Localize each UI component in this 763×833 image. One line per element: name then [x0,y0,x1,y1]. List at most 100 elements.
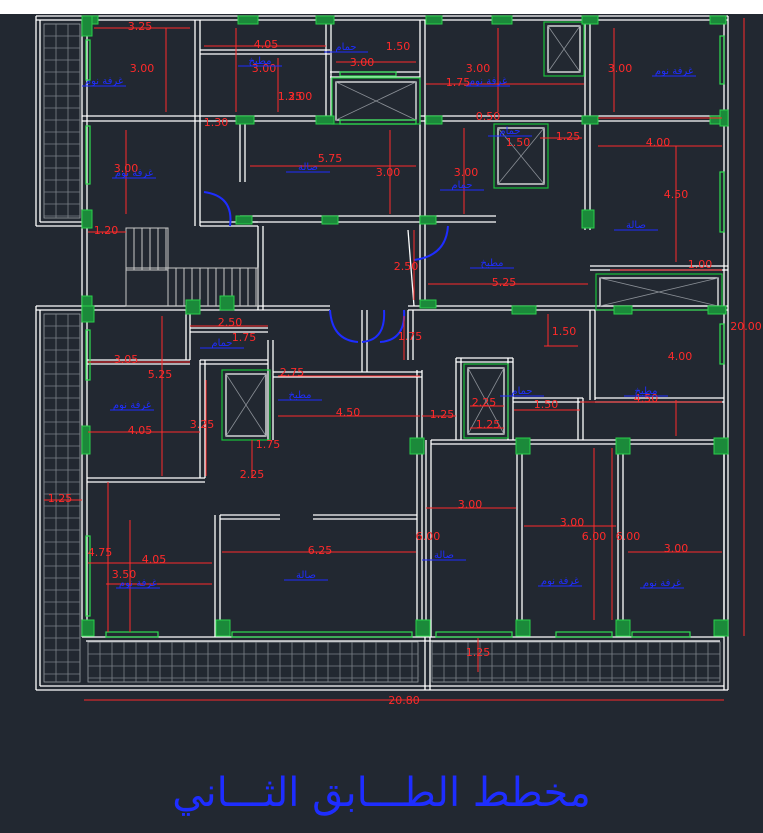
room-label: غرفة نوم [655,66,693,77]
dimension-text: 4.50 [634,392,659,405]
shaft-box [497,127,545,185]
dimension-text: 4.05 [254,38,279,51]
dimension-text: 6.00 [616,530,641,543]
window-glazing [85,329,91,381]
dimension-text: 3.00 [376,166,401,179]
shaft-box [599,277,719,307]
dimension-text: 3.00 [664,542,689,555]
hatching [43,23,721,683]
dimension-text: 6.25 [308,544,333,557]
dimension-text: 1.25 [430,408,455,421]
total-height-text: 20.00 [730,320,762,333]
column-block [491,15,513,25]
dimension-text: 6.00 [582,530,607,543]
shaft-cross [599,277,719,307]
dimension-text: 1.30 [204,116,229,129]
dimension-text: 3.25 [128,20,153,33]
room-label: غرفة نوم [119,578,157,589]
column-block [511,305,537,315]
shaft-frame [463,363,509,439]
door-swing [379,309,406,343]
column-block [215,619,231,637]
room-label: حمام [511,386,532,397]
window-glazing [231,631,413,638]
shaft-box [225,373,267,437]
dimension-text: 1.75 [398,330,423,343]
shaft-cross [547,25,581,73]
window-glazing [339,71,397,77]
dimension-text: 6.00 [416,530,441,543]
room-label: غرفة نوم [469,76,507,87]
shaft-frame [543,21,585,77]
room-label: حمام [211,338,232,349]
window-glazing [339,119,417,125]
column-block [713,437,729,455]
dimension-lines: 3.25 4.05 1.50 3.00 3.00 3.00 3.00 1.75 3.00 3.00… [44,18,762,707]
window-glazing [719,323,725,365]
window-glazing [435,631,513,638]
window-glazing [631,631,691,638]
dimension-text: 1.25 [48,492,73,505]
room-label: مطبخ [480,258,503,269]
dimension-text: 3.50 [112,568,137,581]
dimension-text: 1.25 [466,646,491,659]
light-shafts [221,21,723,441]
dimension-text: 4.05 [142,553,167,566]
room-label: غرفة نوم [541,576,579,587]
column-block [581,15,599,25]
dimension-text: 1.25 [556,130,581,143]
window-glazing [85,125,91,185]
column-block [615,619,631,637]
room-label: غرفة نوم [115,168,153,179]
doors [203,191,449,343]
room-label: حمام [499,126,520,137]
shaft-frame [595,273,723,311]
dimension-text: 2.50 [394,260,419,273]
dimension-text: 3.00 [466,62,491,75]
dimension-text: 3.00 [350,56,375,69]
column-block [613,305,633,315]
dimension-text: 1.75 [256,438,281,451]
top-watermark-band [0,0,763,14]
door-swing [203,191,232,227]
drawing-title: مخطط الطـــابق الثـــاني [172,770,591,816]
column-block [237,15,259,25]
room-label: مطبخ [288,390,311,401]
windows [81,15,729,638]
dimension-text: 4.75 [88,546,113,559]
dimension-text: 1.50 [506,136,531,149]
dimension-text: 4.00 [646,136,671,149]
dimension-text: 2.25 [240,468,265,481]
hatched-area [43,313,81,683]
column-block [321,215,339,225]
wall-line [407,229,415,307]
door-swing [413,225,449,261]
column-block [415,619,431,637]
room-label: مطبخ [248,56,271,67]
room-label: صالة [434,550,454,561]
column-block [315,15,335,25]
column-block [419,215,437,225]
window-glazing [85,535,91,617]
room-label: صالة [298,162,318,173]
column-block [219,295,235,311]
dimension-text: 1.25 [278,90,303,103]
dimension-text: 0.50 [476,110,501,123]
column-block [419,299,437,309]
room-label: غرفة نوم [643,578,681,589]
dimension-text: 1.75 [232,331,257,344]
dimension-text: 5.25 [492,276,517,289]
column-block [235,115,255,125]
room-label: غرفة نوم [113,400,151,411]
window-glazing [719,35,725,85]
dimension-text: 2.25 [472,396,497,409]
dimension-text: 3.00 [454,166,479,179]
window-glazing [555,631,613,638]
column-block [581,115,599,125]
shaft-cross [335,81,417,121]
column-block [713,619,729,637]
dimension-text: 3.00 [288,90,313,103]
column-block [81,425,91,455]
column-block [615,437,631,455]
